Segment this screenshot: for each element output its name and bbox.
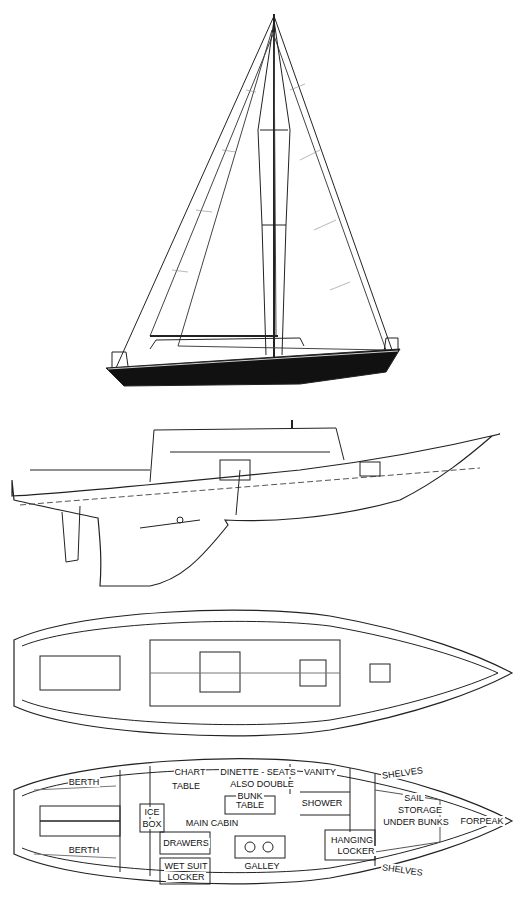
part-label: SHELVES xyxy=(380,765,424,781)
hull-profile xyxy=(12,420,500,586)
part-label: WET SUIT xyxy=(164,861,209,871)
part-label: TABLE xyxy=(235,800,265,810)
part-label: VANITY xyxy=(303,767,337,777)
part-label: SHELVES xyxy=(380,862,424,878)
deck-plan xyxy=(14,610,512,736)
part-label: LOCKER xyxy=(166,872,205,882)
part-label: LOCKER xyxy=(336,846,375,856)
part-label: UNDER BUNKS xyxy=(382,817,450,827)
part-label: STORAGE xyxy=(397,805,443,815)
part-label: BOX xyxy=(141,819,162,829)
part-label: ALSO DOUBLE xyxy=(229,779,295,789)
accommodation-plan xyxy=(14,759,512,884)
part-label: ICE xyxy=(143,807,160,817)
part-label: CHART xyxy=(174,767,207,777)
part-label: TABLE xyxy=(171,781,201,791)
part-label: SHOWER xyxy=(301,798,344,808)
part-label: BERTH xyxy=(68,845,100,855)
part-label: DRAWERS xyxy=(162,838,210,848)
part-label: BERTH xyxy=(68,777,100,787)
sail-plan xyxy=(106,14,400,386)
part-label: DINETTE - SEATS xyxy=(219,767,296,777)
part-label: FORPEAK xyxy=(459,816,504,826)
part-label: GALLEY xyxy=(243,861,280,871)
part-label: SAIL xyxy=(403,793,425,803)
part-label: HANGING xyxy=(330,835,374,845)
part-label: MAIN CABIN xyxy=(185,818,240,828)
